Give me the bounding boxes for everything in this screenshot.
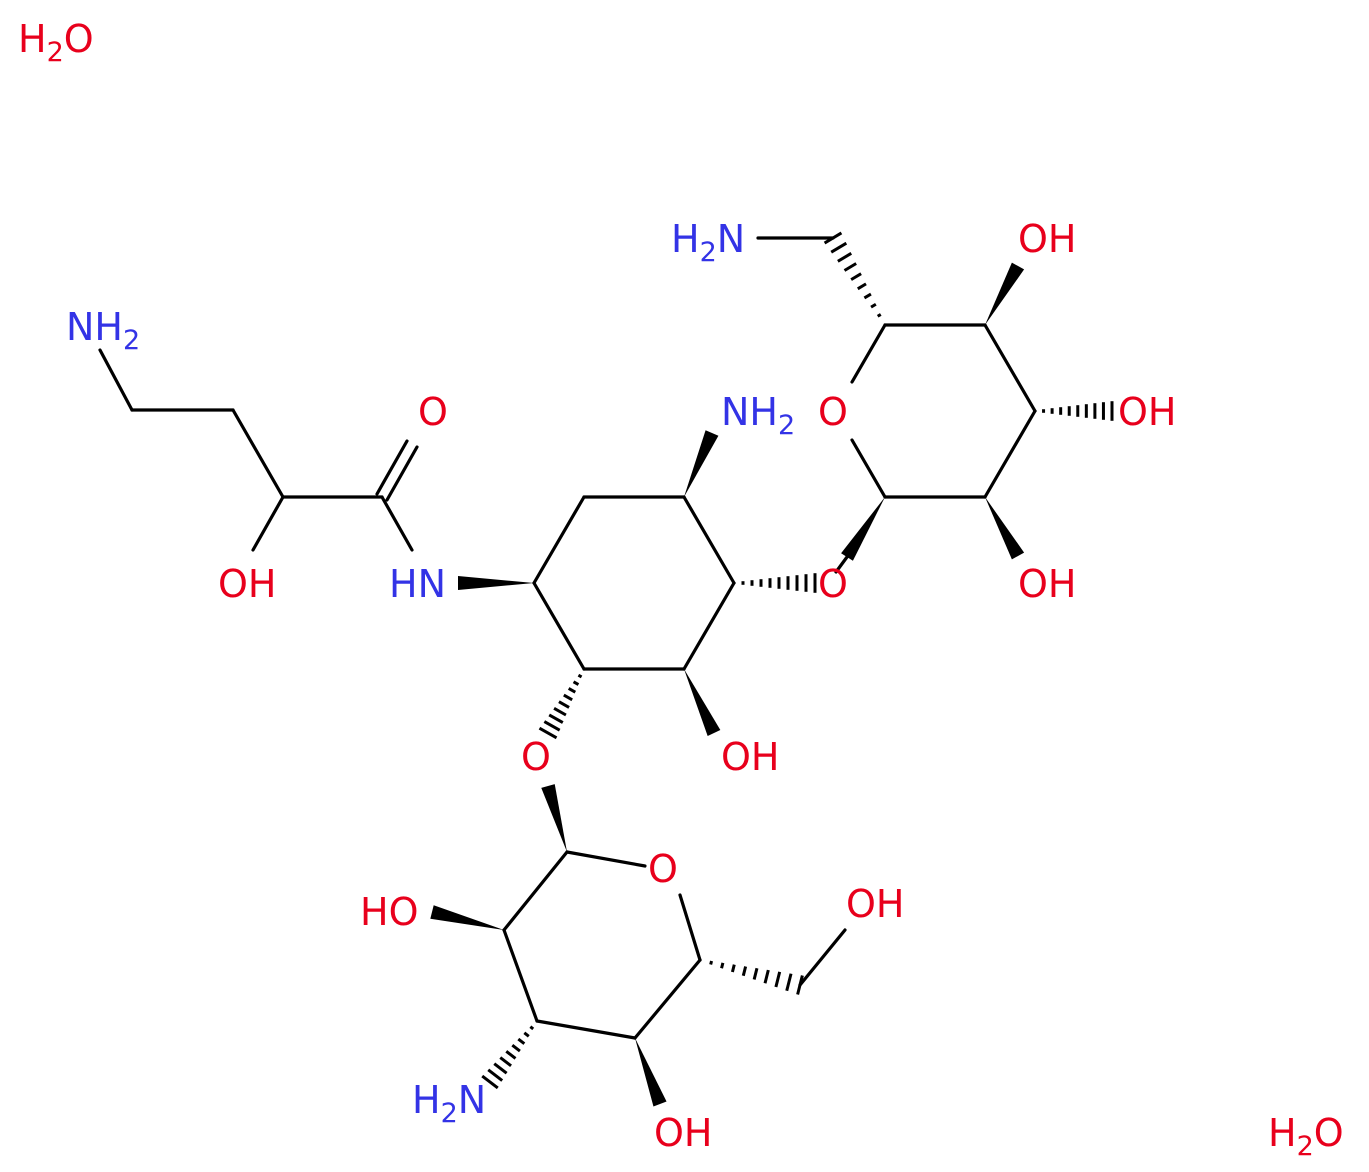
double-bond-carbonyl [385, 445, 419, 502]
hydroxyl-label-upper-3: OH [1018, 562, 1076, 606]
wedge-bond [985, 262, 1025, 325]
single-bond [850, 323, 887, 384]
single-bond [535, 1019, 637, 1040]
hash-bond [823, 231, 887, 327]
single-bond [682, 581, 736, 671]
single-bond [502, 850, 569, 932]
wedge-bond [985, 497, 1025, 560]
wedge-bond [635, 1038, 667, 1107]
single-bond [633, 958, 702, 1040]
double-bond-carbonyl [375, 439, 409, 496]
glycosidic-oxygen-bottom: O [521, 735, 551, 779]
wedge-bond [684, 430, 719, 497]
single-bond [532, 495, 586, 585]
hash-bond [538, 667, 586, 740]
single-bond [682, 495, 736, 585]
hash-bond [1033, 401, 1114, 421]
water-label-bottom: H2O [1268, 1111, 1344, 1162]
single-bond [678, 893, 702, 962]
ring-oxygen-upper: O [818, 390, 848, 434]
single-bond [850, 438, 887, 499]
wedge-bond [841, 497, 885, 561]
amine-label-upper-sugar: H2N [671, 217, 745, 268]
carbonyl-oxygen-label: O [418, 390, 448, 434]
single-bond [834, 555, 849, 574]
hydroxyl-label-lower-ch2oh: OH [846, 882, 904, 926]
single-bond [231, 408, 285, 499]
amide-nh-label: HN [389, 562, 446, 606]
single-bond [251, 495, 285, 552]
wedge-bond [430, 905, 504, 930]
single-bond [532, 581, 586, 671]
hydroxyl-label-central: OH [721, 735, 779, 779]
single-bond [983, 323, 1037, 413]
hydroxyl-label-lower-left: HO [360, 890, 418, 934]
wedge-bond [458, 576, 534, 590]
glycosidic-oxygen-right: O [818, 562, 848, 606]
single-bond [380, 495, 414, 552]
amine-label-chain: NH2 [66, 305, 140, 356]
hydroxyl-label-lower-bottom: OH [654, 1111, 712, 1155]
bond-layer [98, 231, 1114, 1107]
atom-label-layer: H2O H2O NH2 O OH HN NH2 OH O O H2N OH OH… [18, 17, 1344, 1162]
ring-oxygen-lower: O [648, 847, 678, 891]
hydroxyl-label-chain: OH [218, 562, 276, 606]
single-bond [798, 928, 847, 987]
single-bond [98, 348, 134, 412]
wedge-bond [684, 669, 721, 736]
water-label-top: H2O [18, 17, 94, 68]
single-bond [565, 850, 647, 868]
hydroxyl-label-upper-1: OH [1018, 217, 1076, 261]
hash-bond [481, 1019, 539, 1090]
hash-bond [698, 958, 804, 995]
wedge-bond [541, 784, 567, 852]
single-bond [983, 409, 1037, 499]
hydroxyl-label-upper-2: OH [1118, 390, 1176, 434]
amine-label-central: NH2 [721, 390, 795, 441]
amine-label-lower: H2N [412, 1078, 486, 1129]
single-bond [502, 928, 539, 1023]
hash-bond [732, 573, 817, 593]
